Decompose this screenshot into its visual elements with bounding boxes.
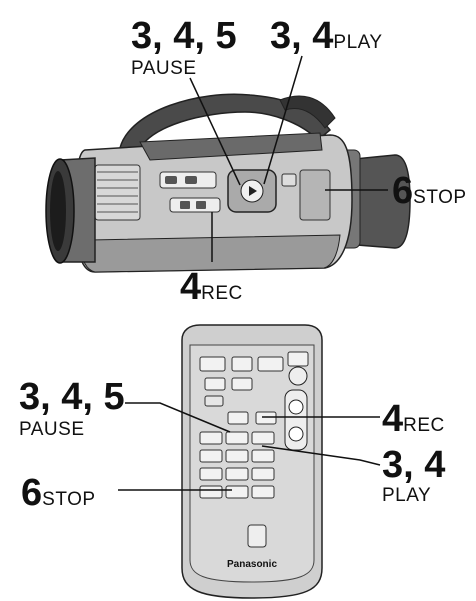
camera-callout-pause: 3, 4, 5 PAUSE [131,17,237,78]
remote-leader-lines [118,402,381,491]
remote-brand-text: Panasonic [227,559,277,570]
camera-rec-label: REC [201,283,243,304]
remote-callout-rec: 4REC [382,400,445,438]
camera-play-label: PLAY [333,32,383,53]
camera-play-number: 3, 4 [270,15,334,57]
remote-pause-label: PAUSE [19,419,85,440]
remote-control-illustration: Panasonic [181,324,323,599]
remote-callout-play: 3, 4 PLAY [382,446,445,505]
remote-callout-stop: 6STOP [21,474,96,512]
camera-stop-number: 6 [392,170,414,212]
remote-play-label: PLAY [382,485,432,506]
camera-rec-number: 4 [180,266,202,308]
camera-pause-number: 3, 4, 5 [131,15,237,57]
camera-stop-label: STOP [413,187,467,208]
remote-stop-number: 6 [21,472,43,514]
remote-callout-pause: 3, 4, 5 PAUSE [19,378,125,439]
camera-callout-play: 3, 4PLAY [270,17,383,55]
camera-callout-rec: 4REC [180,268,243,306]
remote-rec-label: REC [403,415,445,436]
remote-stop-label: STOP [42,489,96,510]
remote-pause-number: 3, 4, 5 [19,376,125,418]
camera-leader-lines [189,55,388,262]
camcorder-illustration [45,93,411,273]
remote-rec-number: 4 [382,398,404,440]
remote-play-number: 3, 4 [382,444,446,486]
camera-callout-stop: 6STOP [392,172,467,210]
camera-pause-label: PAUSE [131,58,197,79]
